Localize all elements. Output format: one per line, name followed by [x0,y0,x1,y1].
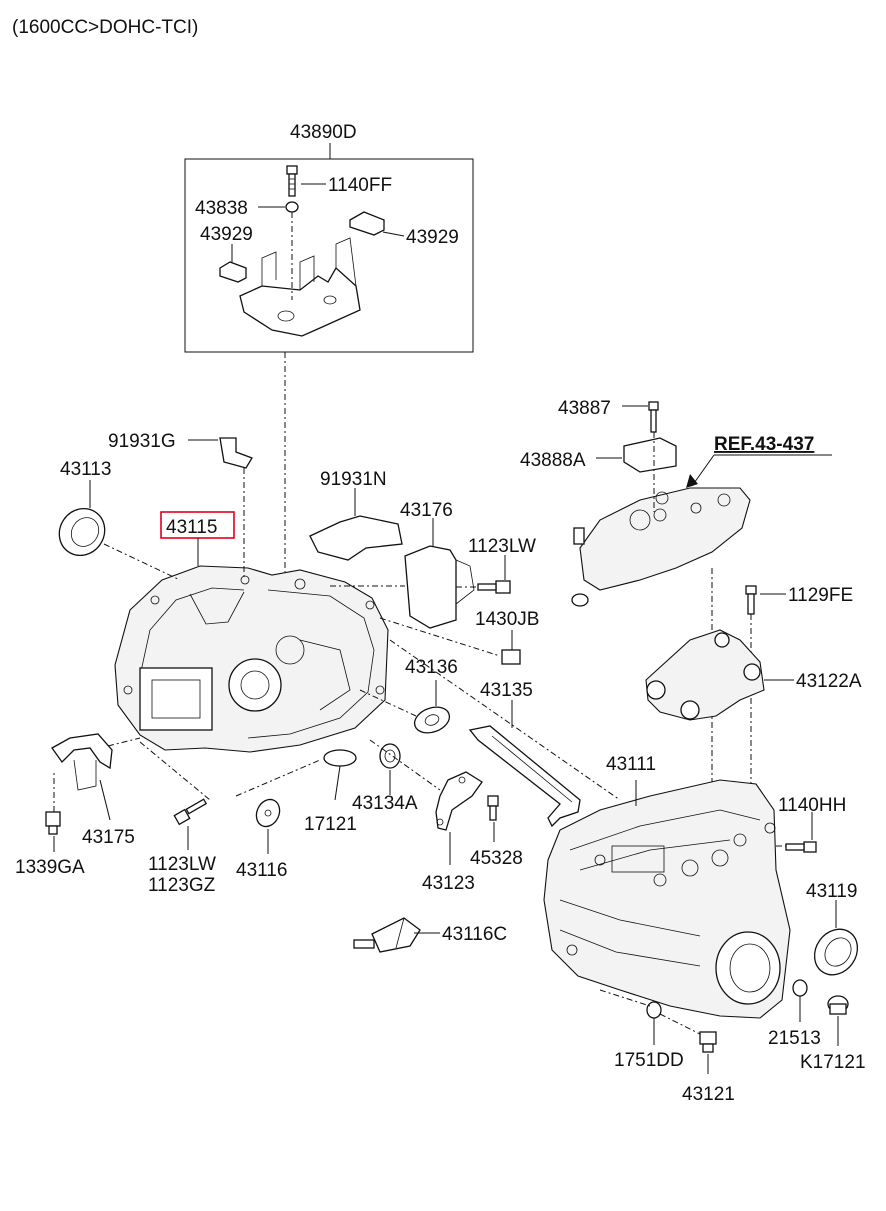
control-cover-assembly [571,432,751,607]
clutch-housing-43115 [114,565,389,753]
housing-window [139,667,213,731]
seal-43134A [379,743,401,769]
bolt-45328 [487,795,499,821]
bolt-1123LW-upper [477,580,511,594]
bracket-43176 [404,545,457,629]
label-43136: 43136 [405,657,458,678]
bracket-assembly-box [184,158,474,353]
label-43119: 43119 [806,881,857,902]
housing-bore [228,658,282,712]
label-1123LW-lower: 1123LW [148,854,216,875]
mount-bracket-43122A [645,629,765,721]
label-43888A: 43888A [520,450,586,471]
washer-17121 [323,749,357,767]
label-43838: 43838 [195,198,248,219]
label-43113: 43113 [60,459,111,480]
bracket-91931G [219,437,253,469]
ref-label: REF.43-437 [714,434,814,455]
label-45328: 45328 [470,848,523,869]
bolt-1140HH [785,841,817,853]
label-43115: 43115 [166,517,217,538]
plug-K17121 [827,995,849,1015]
sealant-tube-43116C [353,917,421,953]
bolt-43887 [648,401,659,433]
bolt-1129FE [745,585,757,615]
bracket-91931N [309,515,403,561]
label-43929-right: 43929 [406,227,459,248]
label-17121: 17121 [304,814,357,835]
bracket-43888A [623,437,677,473]
bracket-assembly-group: 43890D 1140FF 43838 43929 43929 [184,122,474,353]
bolt-1123LW-lower [173,798,208,826]
plate-43116 [255,798,281,828]
ring-21513 [792,979,808,997]
label-43123: 43123 [422,873,475,894]
nut-43838 [285,201,299,213]
label-43890D: 43890D [290,122,357,143]
drain-plug-43121 [699,1031,717,1053]
label-43116C: 43116C [442,924,507,945]
oil-seal-43113 [58,507,106,557]
label-1430JB: 1430JB [475,609,539,630]
label-43929-left: 43929 [200,224,253,245]
label-43122A: 43122A [796,671,862,692]
label-1129FE: 1129FE [788,585,853,606]
nut-1339GA [45,811,61,835]
seal-43136 [413,706,451,734]
washer-1751DD [646,1001,662,1019]
oil-seal-43119 [813,928,859,976]
label-43111: 43111 [606,754,656,775]
engine-variant-header: (1600CC>DOHC-TCI) [12,17,198,38]
label-43134A: 43134A [352,793,418,814]
label-91931N: 91931N [320,469,387,490]
transmission-case-43111 [543,779,791,1019]
pin-1430JB [501,649,521,665]
label-1140HH: 1140HH [778,795,846,816]
label-1123LW-upper: 1123LW [468,536,536,557]
shift-rod-43135 [468,725,581,828]
label-91931G: 91931G [108,431,176,452]
label-43176: 43176 [400,500,453,521]
label-21513: 21513 [768,1028,821,1049]
label-1751DD: 1751DD [614,1050,684,1071]
bracket-43175 [51,733,113,791]
label-1123GZ: 1123GZ [148,875,216,896]
label-43887: 43887 [558,398,611,419]
label-1140FF: 1140FF [328,175,392,196]
label-1339GA: 1339GA [15,857,85,878]
plate-43123 [435,771,483,831]
label-43121: 43121 [682,1084,735,1105]
label-K17121: K17121 [800,1052,866,1073]
label-43175: 43175 [82,827,135,848]
clip-43929-right [349,211,385,236]
label-43116: 43116 [236,860,287,881]
clip-43929-left [219,261,247,283]
label-43135: 43135 [480,680,533,701]
bolt-1140FF [286,165,298,197]
